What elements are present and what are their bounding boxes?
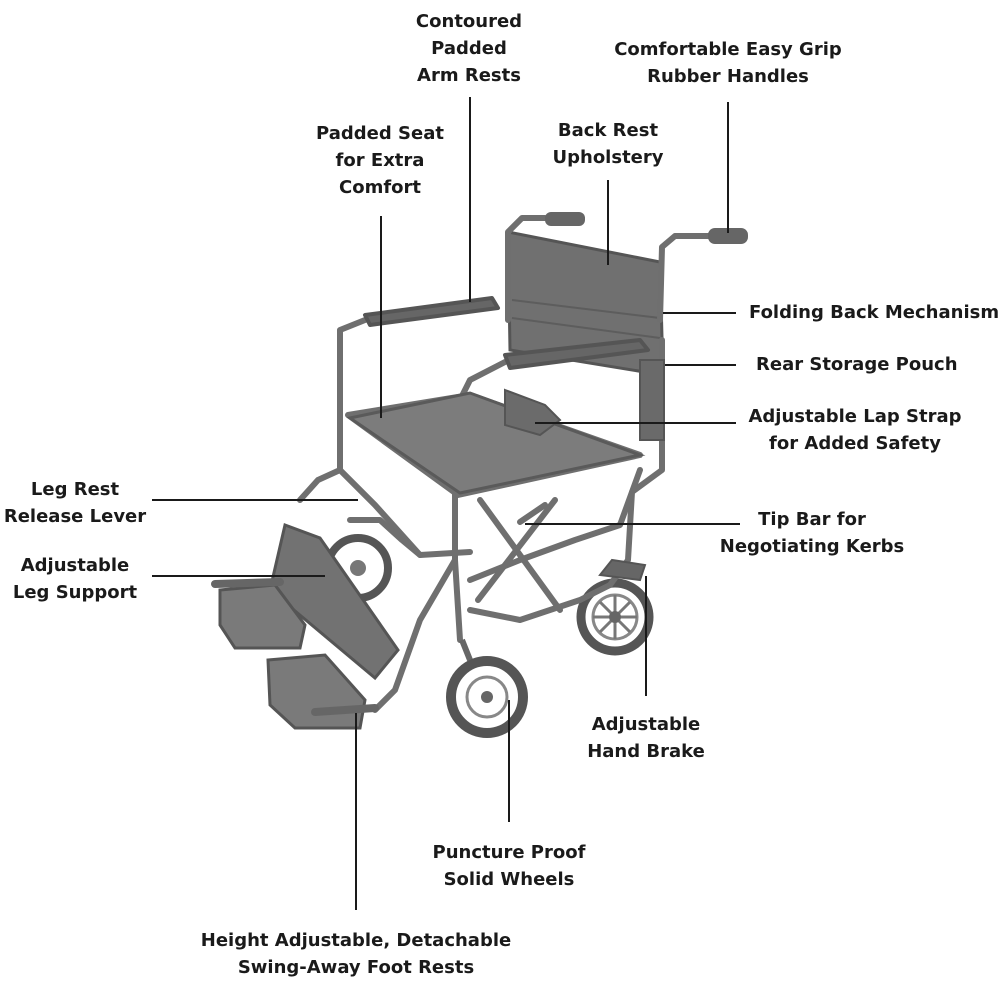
caster-wheel-front	[446, 638, 528, 738]
handle-grips	[545, 212, 748, 244]
label-line: Tip Bar for	[758, 509, 866, 530]
label-line: Comfort	[338, 177, 422, 198]
label-line: Puncture Proof	[432, 842, 586, 863]
label-line: for Extra	[335, 150, 425, 171]
label-hand-brake: Adjustable Hand Brake	[587, 711, 705, 765]
label-line: Hand Brake	[587, 741, 705, 762]
label-line: Padded	[431, 38, 507, 59]
label-line: Negotiating Kerbs	[719, 536, 905, 557]
label-tip-bar: Tip Bar for Negotiating Kerbs	[720, 506, 905, 560]
label-line: Adjustable Lap Strap	[748, 406, 962, 427]
label-line: Adjustable	[591, 714, 701, 735]
label-foot-rests: Height Adjustable, Detachable Swing-Away…	[201, 927, 511, 981]
label-back-rest: Back Rest Upholstery	[553, 117, 664, 171]
label-line: Solid Wheels	[443, 869, 575, 890]
label-folding-back: Folding Back Mechanism	[749, 299, 999, 326]
label-line: Leg Support	[12, 582, 138, 603]
label-line: Padded Seat	[316, 123, 444, 144]
frame-tubes	[297, 215, 715, 713]
label-line: Rubber Handles	[647, 66, 809, 87]
label-leg-support: Adjustable Leg Support	[13, 552, 137, 606]
label-line: Rear Storage Pouch	[756, 354, 958, 375]
label-leg-rest-lever: Leg Rest Release Lever	[4, 476, 146, 530]
label-rear-pouch: Rear Storage Pouch	[756, 351, 958, 378]
label-line: Upholstery	[552, 147, 664, 168]
label-line: Leg Rest	[30, 479, 120, 500]
label-solid-wheels: Puncture Proof Solid Wheels	[433, 839, 586, 893]
label-line: Comfortable Easy Grip	[614, 39, 842, 60]
label-padded-seat: Padded Seat for Extra Comfort	[316, 120, 444, 201]
leader-lines	[152, 97, 740, 910]
label-line: Height Adjustable, Detachable	[200, 930, 512, 951]
label-line: Back Rest	[557, 120, 659, 141]
label-line: Contoured	[415, 11, 523, 32]
footplate-left	[211, 578, 307, 650]
label-lap-strap: Adjustable Lap Strap for Added Safety	[748, 403, 961, 457]
label-line: Arm Rests	[417, 65, 521, 86]
armrest-right	[503, 338, 650, 370]
label-line: for Added Safety	[769, 433, 941, 454]
label-line: Release Lever	[3, 506, 147, 527]
label-contoured-arm-rests: Contoured Padded Arm Rests	[416, 8, 522, 89]
hand-brake	[598, 558, 647, 582]
seat-cushion	[346, 391, 646, 495]
label-line: Swing-Away Foot Rests	[237, 957, 475, 978]
rear-pouch	[639, 359, 665, 441]
label-line: Folding Back Mechanism	[749, 302, 1000, 323]
label-line: Adjustable	[20, 555, 130, 576]
footplate-right	[266, 653, 379, 730]
label-easy-grip-handles: Comfortable Easy Grip Rubber Handles	[614, 36, 842, 90]
armrest-left	[363, 296, 500, 327]
